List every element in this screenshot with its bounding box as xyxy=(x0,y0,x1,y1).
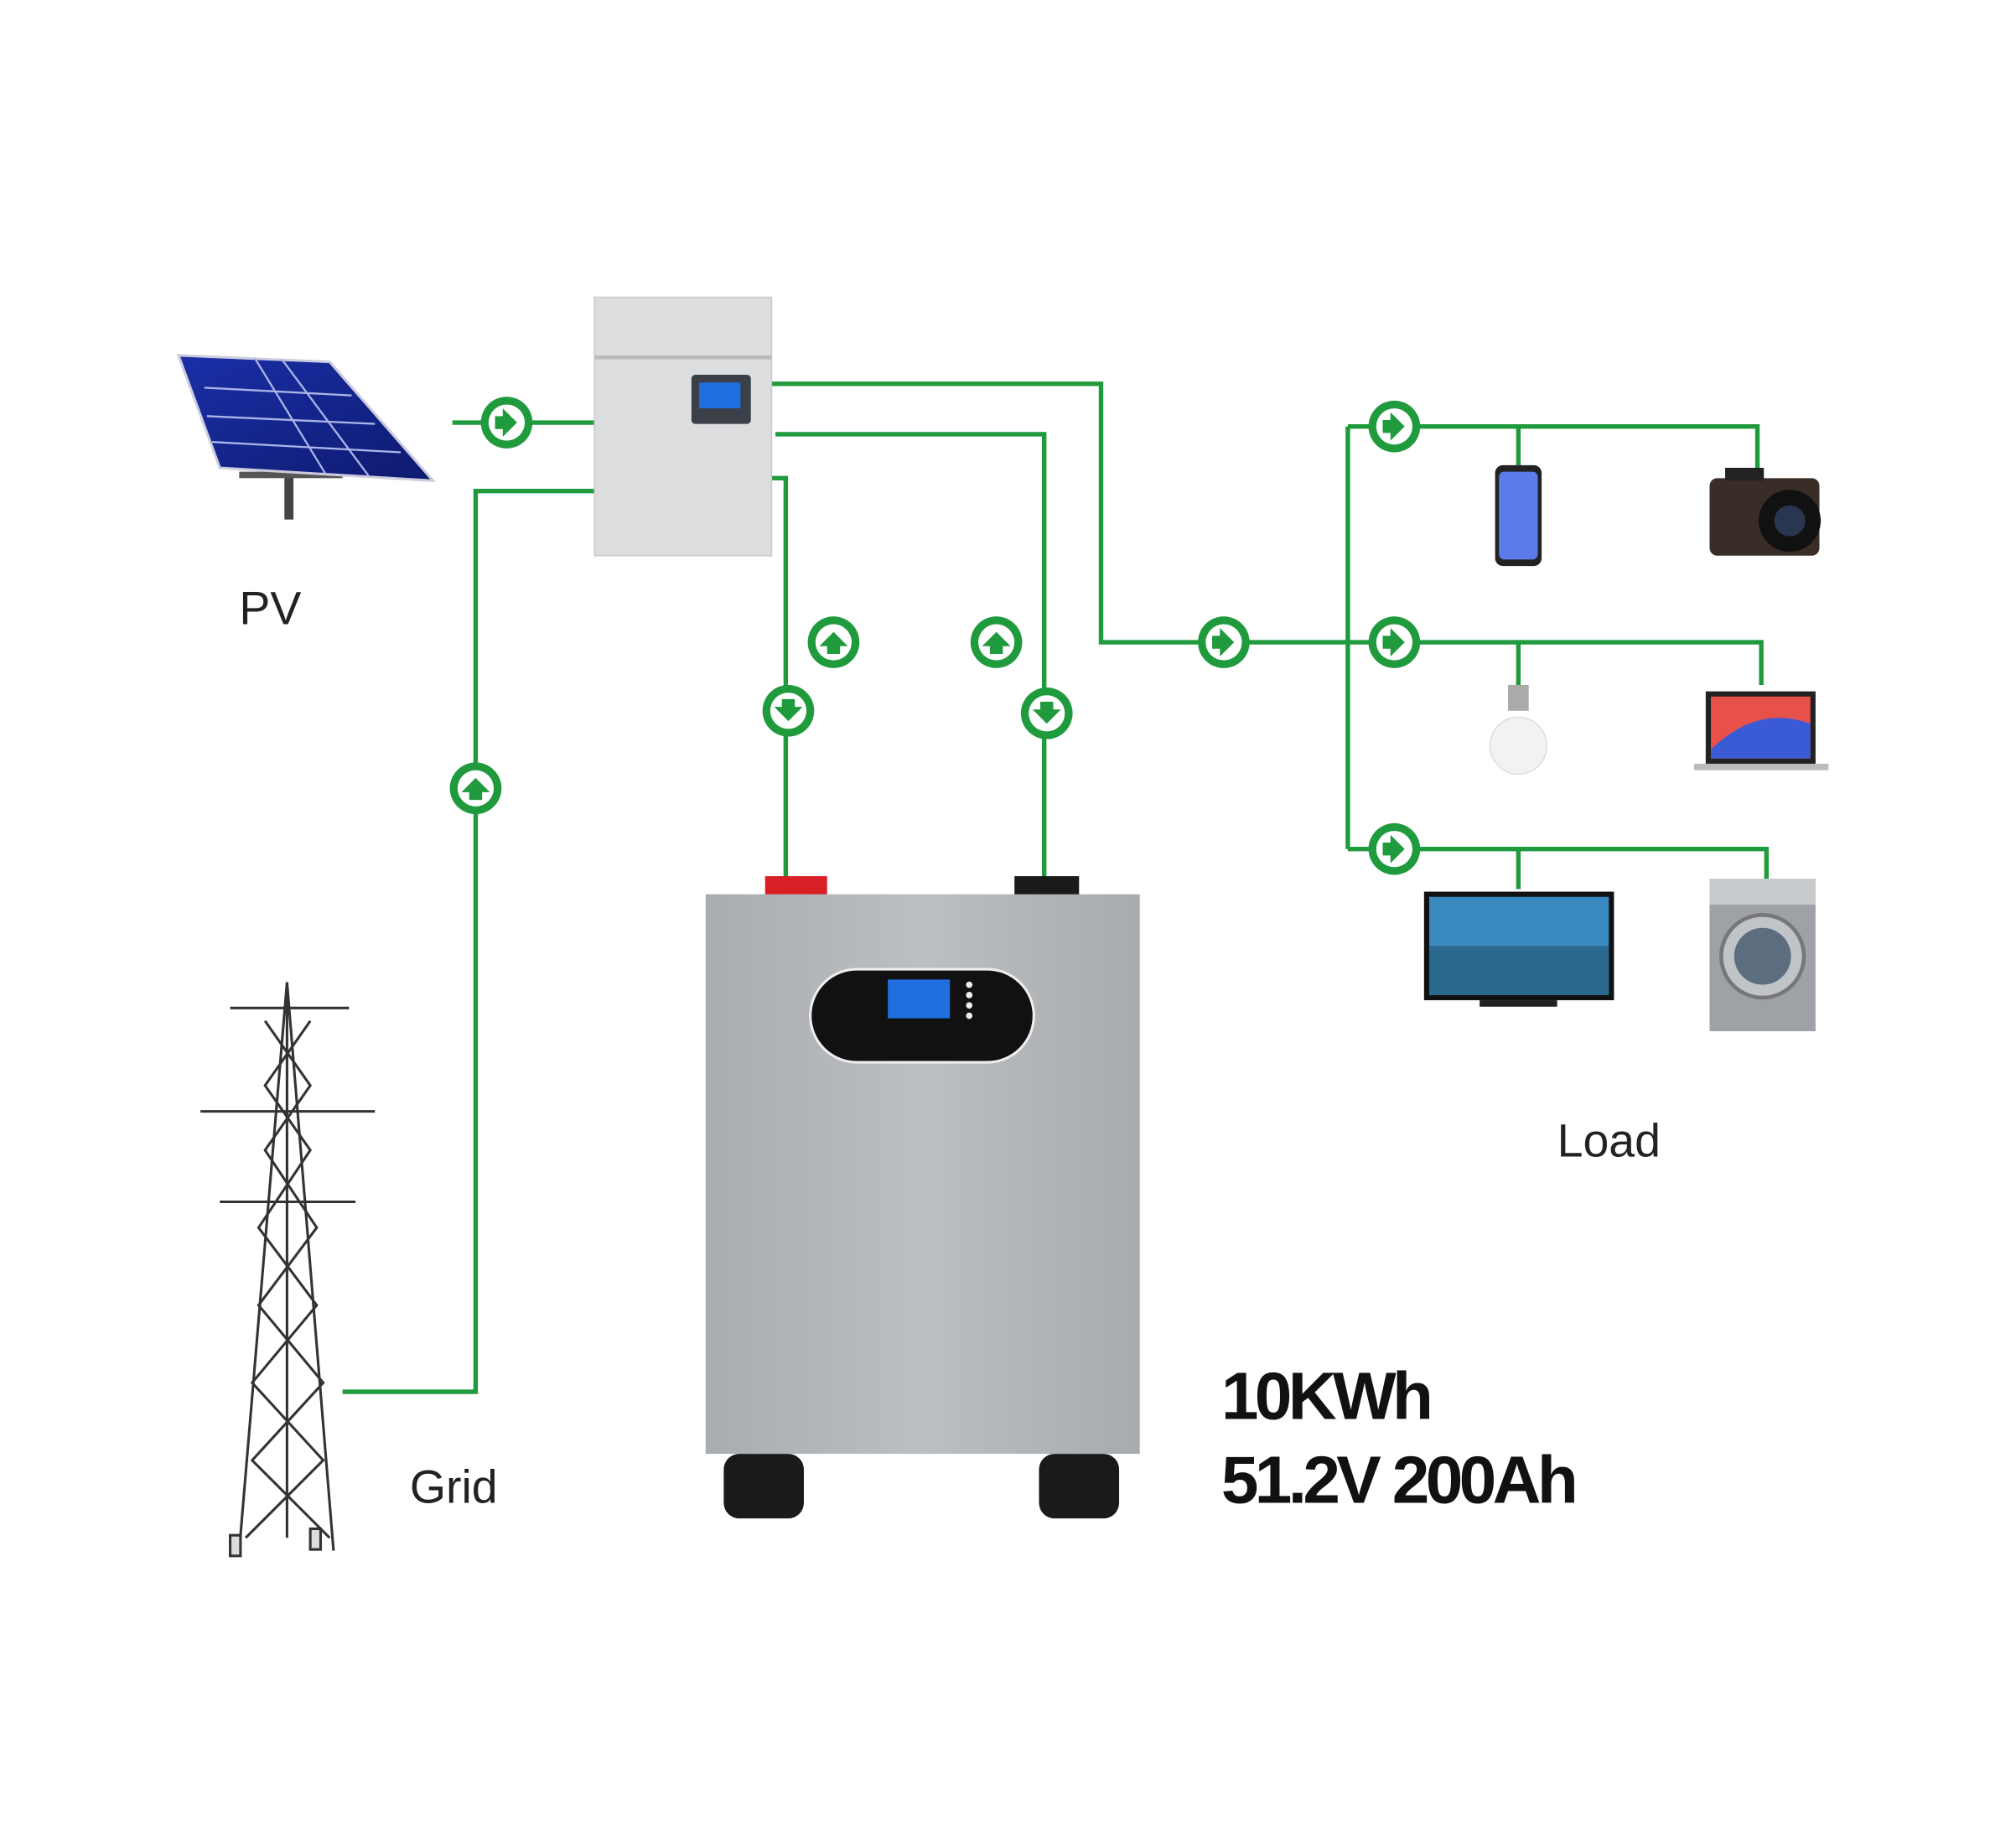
arrow-up-icon xyxy=(970,616,1023,668)
battery-icon xyxy=(705,876,1140,1519)
battery-voltage-capacity: 51.2V 200Ah xyxy=(1221,1442,1574,1517)
arrow-up-icon xyxy=(807,616,860,668)
arrow-down-icon xyxy=(1020,687,1073,739)
load-label: Load xyxy=(1557,1115,1661,1167)
arrow-right-icon xyxy=(1198,616,1250,668)
arrow-right-icon xyxy=(1368,822,1421,875)
tv-icon xyxy=(1423,891,1614,1007)
flow-wires xyxy=(342,381,1769,1394)
arrow-right-icon xyxy=(1368,616,1421,668)
washing-machine-icon xyxy=(1709,879,1816,1032)
arrow-down-icon xyxy=(762,684,815,737)
arrow-right-icon xyxy=(480,397,533,449)
arrow-up-icon xyxy=(449,762,502,815)
power-tower-icon xyxy=(200,982,376,1558)
pv-label: PV xyxy=(239,582,301,634)
bulb-icon xyxy=(1489,684,1548,776)
phone-icon xyxy=(1495,464,1542,567)
solar-panel-icon xyxy=(176,354,437,520)
camera-icon xyxy=(1709,467,1822,556)
laptop-icon xyxy=(1693,691,1829,770)
grid-label: Grid xyxy=(410,1461,498,1513)
inverter-icon xyxy=(593,296,773,557)
battery-capacity: 10KWh xyxy=(1221,1357,1430,1433)
arrow-right-icon xyxy=(1368,400,1421,453)
